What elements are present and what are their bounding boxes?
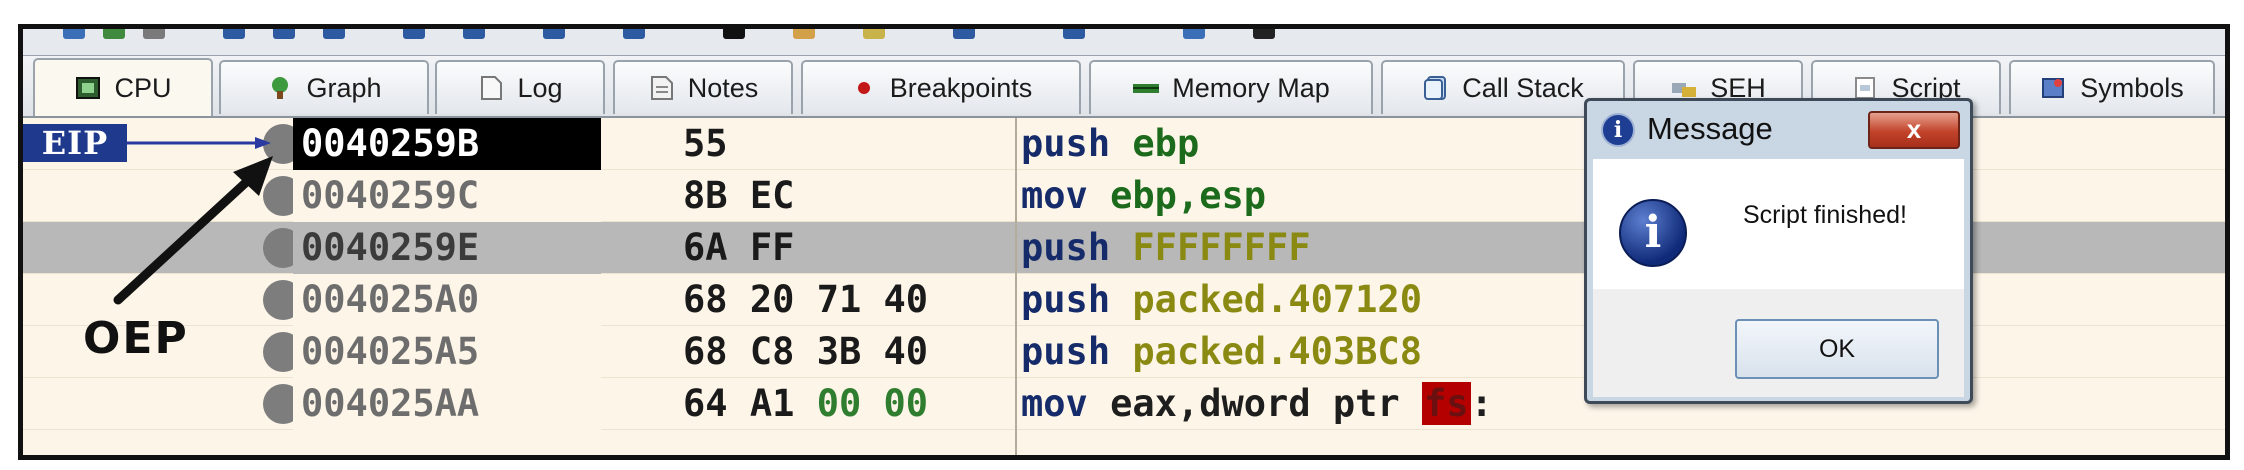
row-address: 004025A5 (293, 326, 601, 378)
row-instruction: push packed.403BC8 (1021, 330, 1422, 373)
toolbar-execute-till-return-icon[interactable] (543, 29, 565, 39)
toolbar-breakpoint-icon[interactable] (793, 29, 815, 39)
row-bytes: 68 C8 3B 40 (683, 330, 929, 373)
dialog-title: Message (1647, 111, 1773, 146)
disasm-row[interactable]: 004025AA 64 A1 00 00 mov eax,dword ptr f… (23, 378, 2225, 430)
row-instruction: mov eax,dword ptr fs: (1021, 382, 1493, 425)
row-bytes: 64 A1 00 00 (683, 382, 929, 425)
row-bytes: 68 20 71 40 (683, 278, 929, 321)
row-address: 0040259B (293, 118, 601, 170)
tab-label: Call Stack (1462, 72, 1584, 103)
breakpoint-dot-icon (850, 75, 878, 101)
message-dialog: i Message x i Script finished! OK (1584, 98, 1973, 404)
toolbar-help-icon[interactable] (1253, 29, 1275, 39)
toolbar-threads-icon[interactable] (953, 29, 975, 39)
row-bytes: 55 (683, 122, 728, 165)
row-instruction: push ebp (1021, 122, 1200, 165)
cpu-icon (74, 75, 102, 101)
eip-label: EIP (23, 124, 127, 162)
ok-button[interactable]: OK (1735, 319, 1939, 379)
row-instruction: mov ebp,esp (1021, 174, 1267, 217)
tab-label: SEH (1710, 72, 1766, 103)
row-address: 004025AA (293, 378, 601, 430)
notes-icon (648, 75, 676, 101)
tab-label: Notes (687, 72, 759, 103)
oep-arrow-head (233, 156, 273, 196)
toolbar-run-to-icon[interactable] (463, 29, 485, 39)
disasm-row[interactable]: 0040259C 8B EC mov ebp,esp (23, 170, 2225, 222)
tab-memory-map[interactable]: Memory Map (1089, 60, 1373, 114)
toolbar-strip (23, 29, 2225, 56)
graph-icon (266, 75, 294, 101)
eip-arrow-head (255, 137, 271, 149)
toolbar-patches-icon[interactable] (1063, 29, 1085, 39)
toolbar-step-into-icon[interactable] (273, 29, 295, 39)
toolbar-trace-icon[interactable] (403, 29, 425, 39)
dialog-footer: OK (1593, 289, 1964, 397)
tab-label: Breakpoints (889, 72, 1033, 103)
tab-breakpoints[interactable]: Breakpoints (801, 60, 1081, 114)
tab-cpu[interactable]: CPU (33, 58, 213, 116)
dialog-titlebar[interactable]: i Message x (1587, 101, 1970, 159)
tab-label: Script (1891, 72, 1961, 103)
disasm-row[interactable]: 004025A5 68 C8 3B 40 push packed.403BC8 (23, 326, 2225, 378)
call-stack-icon (1422, 75, 1450, 101)
row-address: 004025A0 (293, 274, 601, 326)
toolbar-close-icon[interactable] (143, 29, 165, 39)
disasm-row[interactable]: 004025A0 68 20 71 40 push packed.407120 (23, 274, 2225, 326)
toolbar-options-icon[interactable] (1183, 29, 1205, 39)
seh-icon (1670, 75, 1698, 101)
row-instruction: push packed.407120 (1021, 278, 1422, 321)
row-address: 0040259C (293, 170, 601, 222)
tab-label: Symbols (2080, 72, 2184, 103)
toolbar-open-icon[interactable] (63, 29, 85, 39)
tab-label: Memory Map (1172, 72, 1330, 103)
dialog-close-button[interactable]: x (1868, 111, 1960, 149)
information-icon: i (1619, 199, 1687, 267)
tab-notes[interactable]: Notes (613, 60, 793, 114)
oep-annotation: OEP (83, 313, 189, 364)
tab-log[interactable]: Log (435, 60, 605, 114)
toolbar-step-icon[interactable] (223, 29, 245, 39)
tab-symbols[interactable]: Symbols (2009, 60, 2215, 114)
log-icon (477, 75, 505, 101)
tab-bar: CPU Graph Log Notes Breakpoints (23, 56, 2225, 118)
row-instruction: push FFFFFFFF (1021, 226, 1311, 269)
row-address: 0040259E (293, 222, 601, 274)
toolbar-step-over-icon[interactable] (323, 29, 345, 39)
disasm-row[interactable]: 0040259B 55 push ebp (23, 118, 2225, 170)
row-bytes: 8B EC (683, 174, 795, 217)
toolbar-animate-icon[interactable] (623, 29, 645, 39)
oep-arrow (113, 171, 258, 305)
symbols-icon (2040, 75, 2068, 101)
tab-label: Log (517, 72, 563, 103)
annotation-arrows (113, 137, 273, 305)
toolbar-restart-icon[interactable] (103, 29, 125, 39)
row-bytes: 6A FF (683, 226, 795, 269)
script-icon (1851, 75, 1879, 101)
memory-map-icon (1132, 75, 1160, 101)
tab-label: Graph (306, 72, 382, 103)
dialog-body: i Script finished! (1593, 159, 1964, 289)
info-icon: i (1601, 113, 1635, 147)
tab-graph[interactable]: Graph (219, 60, 429, 114)
tab-label: CPU (114, 72, 172, 103)
column-separator (1015, 118, 1017, 455)
toolbar-pause-icon[interactable] (723, 29, 745, 39)
dialog-message: Script finished! (1743, 201, 1907, 229)
toolbar-memory-icon[interactable] (863, 29, 885, 39)
